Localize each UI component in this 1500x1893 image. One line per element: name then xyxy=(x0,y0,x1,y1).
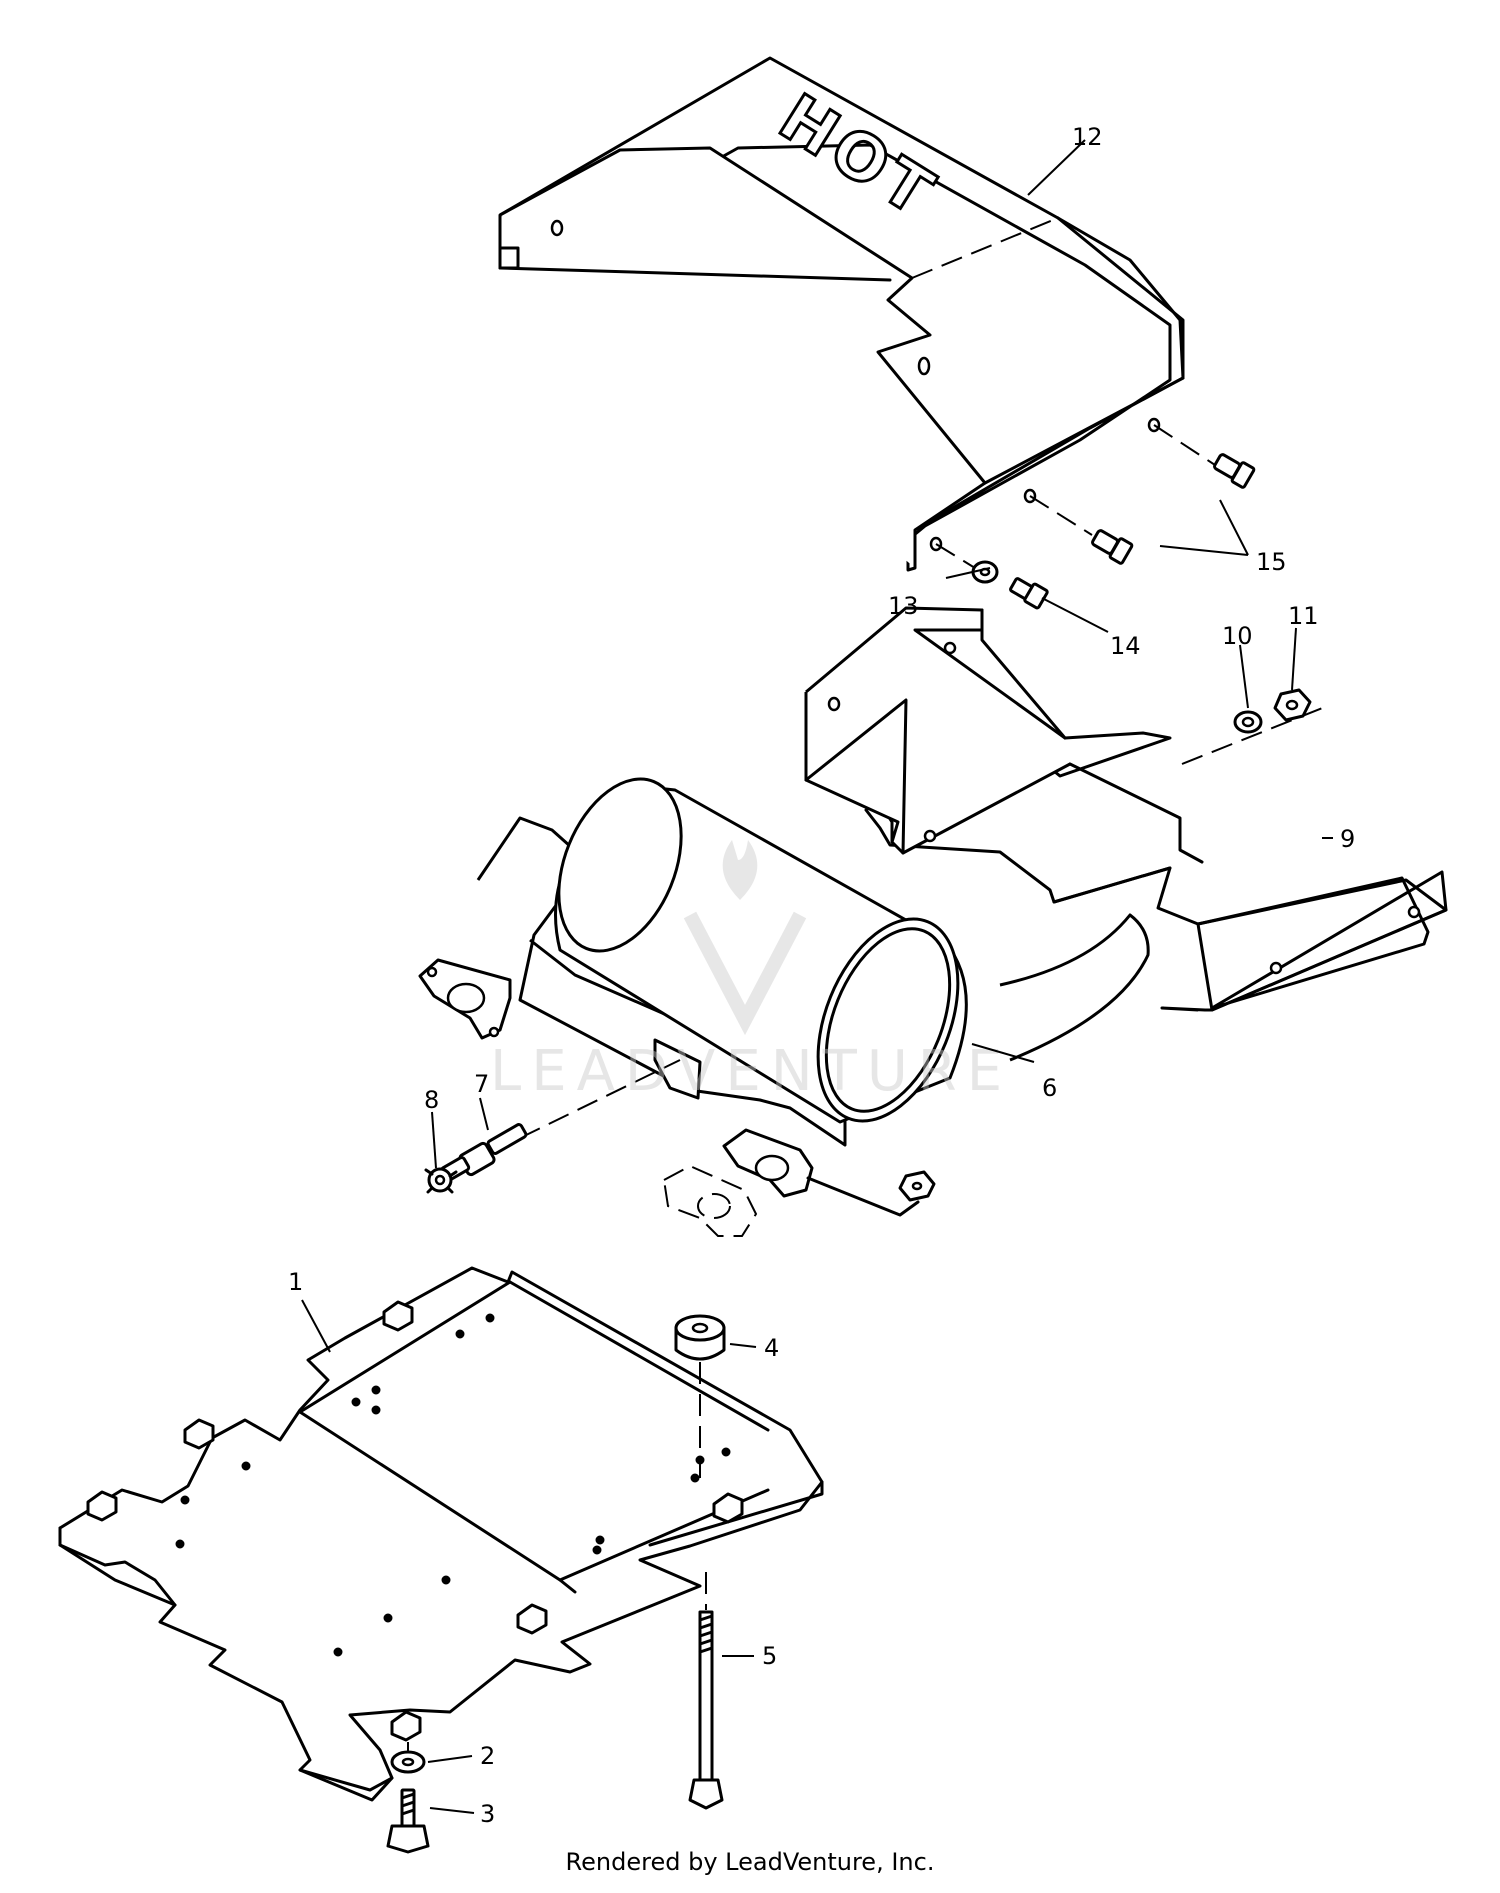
star-lock-washer[interactable] xyxy=(424,1167,458,1194)
callout-9: 9 xyxy=(1340,825,1355,853)
callout-11: 11 xyxy=(1288,602,1319,630)
watermark: LEADVENTURE xyxy=(490,840,1012,1104)
callout-12: 12 xyxy=(1072,123,1103,151)
callout-8: 8 xyxy=(424,1086,439,1114)
callout-13: 13 xyxy=(888,592,919,620)
callout-6: 6 xyxy=(1042,1074,1057,1102)
washer[interactable] xyxy=(935,543,999,584)
lower-bolt[interactable] xyxy=(386,1788,430,1854)
heat-shield-bracket[interactable] xyxy=(804,606,1448,1012)
callout-2: 2 xyxy=(480,1742,495,1770)
watermark-text: LEADVENTURE xyxy=(490,1039,1012,1104)
muffler[interactable] xyxy=(418,761,1150,1237)
callout-7: 7 xyxy=(474,1070,489,1098)
callout-3: 3 xyxy=(480,1800,495,1828)
hex-nut[interactable] xyxy=(1273,688,1312,722)
flat-washer[interactable] xyxy=(1181,704,1331,765)
cover-bolt-lower[interactable] xyxy=(1029,495,1134,565)
rubber-isolator[interactable] xyxy=(674,1314,726,1478)
callout-4: 4 xyxy=(764,1334,779,1362)
cover-bolt-upper[interactable] xyxy=(1153,424,1256,489)
footer-credit: Rendered by LeadVenture, Inc. xyxy=(565,1848,935,1876)
callout-leaders xyxy=(301,139,1333,1814)
muffler-nut[interactable] xyxy=(806,1170,936,1217)
callout-5: 5 xyxy=(762,1642,777,1670)
lower-washer[interactable] xyxy=(390,1742,426,1774)
callout-15: 15 xyxy=(1256,548,1287,576)
base-plate[interactable] xyxy=(58,1266,824,1802)
callout-14: 14 xyxy=(1110,632,1141,660)
callout-10: 10 xyxy=(1222,622,1253,650)
callout-1: 1 xyxy=(288,1268,303,1296)
shoulder-bolt[interactable] xyxy=(688,1572,724,1810)
hex-bolt[interactable] xyxy=(1009,577,1049,610)
